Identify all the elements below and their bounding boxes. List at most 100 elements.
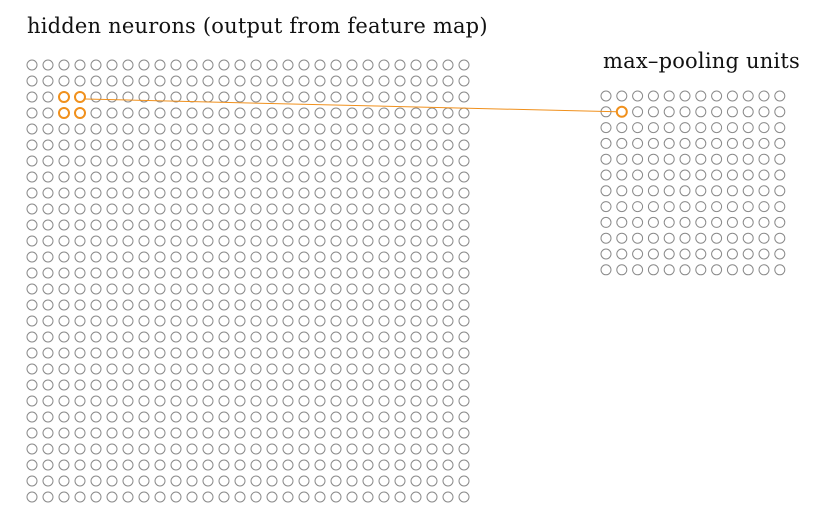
hidden-neuron [138,235,150,247]
pooling-unit [632,185,644,197]
hidden-neuron [90,123,102,135]
hidden-neuron [250,171,262,183]
hidden-neuron [298,75,310,87]
hidden-neuron [218,427,230,439]
hidden-neuron [90,155,102,167]
pooling-unit [695,216,707,228]
hidden-neuron [122,347,134,359]
hidden-neuron [346,443,358,455]
hidden-neuron [330,123,342,135]
hidden-neuron [298,123,310,135]
hidden-neuron [362,459,374,471]
pooling-unit [632,264,644,276]
hidden-neuron [362,187,374,199]
hidden-neuron [74,203,86,215]
hidden-neuron [442,251,454,263]
hidden-neuron [202,203,214,215]
hidden-neuron [42,331,54,343]
hidden-neuron [42,363,54,375]
hidden-neuron [234,155,246,167]
hidden-neuron [298,395,310,407]
hidden-neuron [170,475,182,487]
hidden-neuron [106,475,118,487]
hidden-neuron [42,187,54,199]
pooling-unit [647,185,659,197]
hidden-neuron [90,395,102,407]
hidden-neuron [282,123,294,135]
pooling-unit [774,106,786,118]
hidden-neuron [362,219,374,231]
hidden-neuron [106,347,118,359]
hidden-neuron [362,91,374,103]
hidden-neuron [282,187,294,199]
hidden-neuron [394,395,406,407]
hidden-neuron [346,203,358,215]
hidden-neuron [138,347,150,359]
pooling-unit [711,137,723,149]
pooling-unit [647,106,659,118]
pooling-unit [742,232,754,244]
hidden-neuron [170,59,182,71]
hidden-neuron [426,123,438,135]
hidden-neuron [410,155,422,167]
hidden-neuron [106,251,118,263]
hidden-neuron [42,283,54,295]
hidden-neuron [314,411,326,423]
hidden-neuron [106,379,118,391]
hidden-neuron [234,347,246,359]
hidden-neuron [250,139,262,151]
pooling-unit [679,232,691,244]
hidden-neuron [154,475,166,487]
hidden-neuron [138,443,150,455]
hidden-neuron [314,123,326,135]
hidden-neuron [186,235,198,247]
hidden-neuron [330,155,342,167]
hidden-neuron [138,155,150,167]
hidden-neuron [250,219,262,231]
hidden-neuron [362,379,374,391]
hidden-neuron [330,267,342,279]
hidden-neuron [314,219,326,231]
hidden-neuron [458,219,470,231]
pooling-unit [679,201,691,213]
hidden-neuron [26,299,38,311]
hidden-neuron [234,75,246,87]
hidden-neuron [74,187,86,199]
hidden-neuron [394,123,406,135]
hidden-neuron [426,267,438,279]
hidden-neuron [218,283,230,295]
hidden-neuron [122,203,134,215]
hidden-neuron [394,59,406,71]
hidden-neuron [218,59,230,71]
hidden-neuron [170,315,182,327]
hidden-neuron [442,363,454,375]
hidden-neuron [410,315,422,327]
hidden-neuron [74,139,86,151]
hidden-neuron [362,139,374,151]
hidden-neuron [26,91,38,103]
hidden-neuron [378,155,390,167]
pooling-unit [726,264,738,276]
hidden-neuron [378,331,390,343]
hidden-neuron [122,491,134,503]
hidden-neuron [138,107,150,119]
hidden-neuron [410,331,422,343]
pooling-unit [663,185,675,197]
pooling-unit [663,153,675,165]
hidden-neuron [170,283,182,295]
hidden-neuron [202,299,214,311]
hidden-neuron [170,395,182,407]
hidden-neuron [218,331,230,343]
hidden-neuron [154,379,166,391]
hidden-neuron [26,59,38,71]
hidden-neuron [378,219,390,231]
hidden-neuron [410,443,422,455]
hidden-neuron [42,155,54,167]
hidden-neuron [346,107,358,119]
hidden-neuron [458,107,470,119]
hidden-neuron [378,267,390,279]
hidden-neuron [346,379,358,391]
hidden-neuron [362,395,374,407]
hidden-neuron [26,347,38,359]
hidden-neuron [426,107,438,119]
